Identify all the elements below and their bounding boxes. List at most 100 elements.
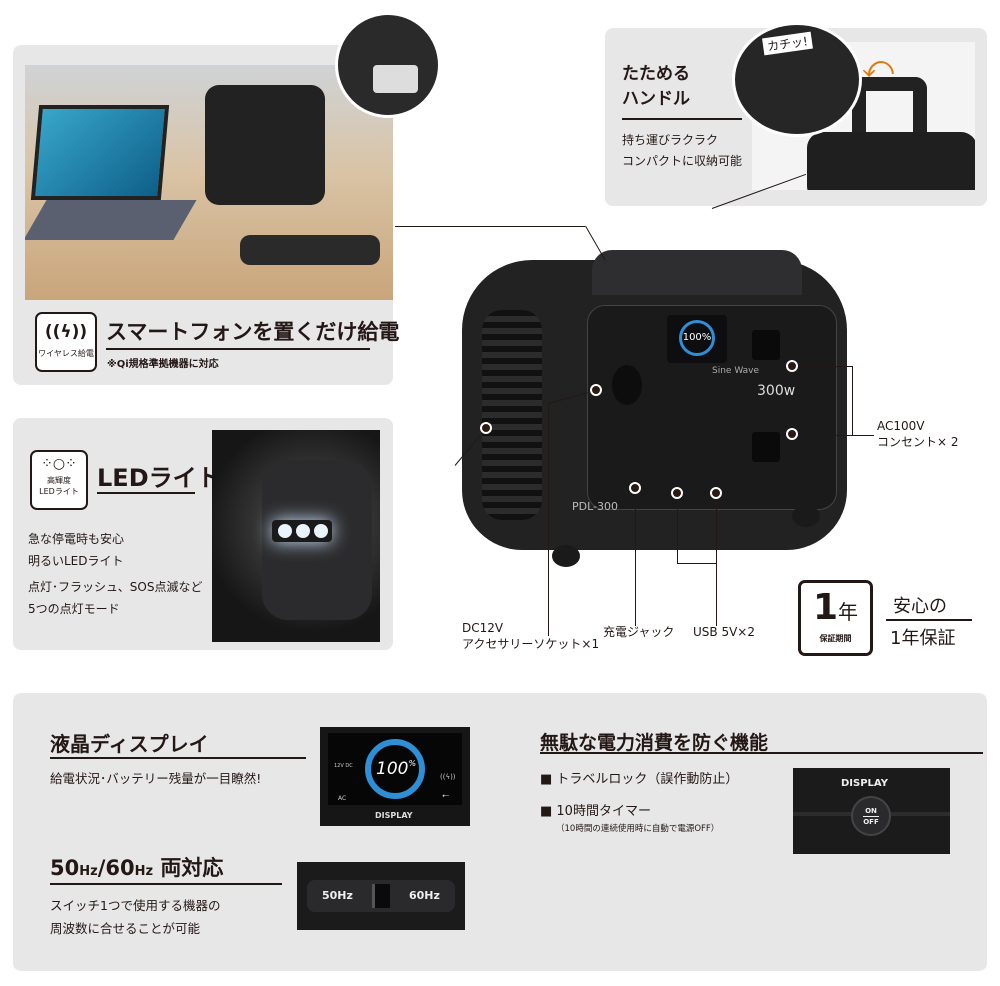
switch-50hz: 50Hz (322, 889, 353, 902)
wireless-icon: ((ϟ)) (440, 773, 456, 781)
lcd-title: 液晶ディスプレイ (50, 732, 209, 756)
wireless-note: ※Qi規格準拠機器に対応 (107, 359, 219, 370)
divider (50, 757, 306, 759)
hz-a: 50 (50, 856, 80, 880)
model-label: PDL-300 (572, 500, 619, 513)
wireless-title: スマートフォンを置くだけ給電 (106, 320, 400, 344)
sine-wave-label: Sine Wave (712, 366, 760, 376)
usb-icon: ⭠ (442, 791, 450, 801)
switch-60hz: 60Hz (409, 889, 440, 902)
lcd-value-unit: % (408, 759, 417, 768)
hz-title: 50Hz/60Hz 両対応 (50, 852, 223, 882)
led-desc-line: 点灯･フラッシュ、SOS点滅など (28, 580, 203, 594)
callout-dot (786, 360, 798, 372)
callout-line (395, 226, 585, 227)
dc-label-line2: アクセサリーソケット×1 (462, 637, 600, 651)
divider (622, 118, 742, 120)
display-readout: 100% (679, 320, 715, 356)
wireless-charging-icon: ((ϟ)) (44, 322, 88, 342)
hz-switch-image: 50Hz 60Hz (297, 862, 465, 930)
handle-desc-line1: 持ち運びラクラク (622, 133, 719, 147)
hz-suffix: 両対応 (153, 856, 224, 880)
callout-line (548, 403, 549, 636)
display-button-image: DISPLAY ON OFF (793, 768, 950, 854)
light-burst-icon: ⁘○⁘ (41, 456, 77, 472)
handle-zoom-circle: カチッ! (732, 22, 862, 137)
warranty-top: 安心の (893, 596, 947, 617)
hz-unit: Hz (79, 864, 98, 879)
dc-label-line1: DC12V (462, 621, 504, 635)
warranty-label: 保証期間 (819, 634, 852, 643)
button-title: DISPLAY (841, 778, 888, 789)
warranty-number: 1 (812, 587, 839, 628)
lcd-display-label: DISPLAY (375, 811, 413, 820)
lcd-value-number: 100 (376, 759, 409, 779)
led-photo (212, 430, 380, 642)
badge-label: ワイヤレス給電 (38, 349, 94, 358)
callout-line (677, 563, 717, 564)
lcd-value: 100% (376, 759, 416, 779)
lcd-12v-label: 12V DC (334, 763, 353, 769)
warranty-unit: 年 (838, 600, 859, 624)
badge-line2: LEDライト (39, 487, 79, 496)
save-note: （10時間の連続使用時に自動で電源OFF） (556, 824, 720, 834)
callout-dot (671, 487, 683, 499)
jack-label: 充電ジャック (603, 625, 675, 639)
lcd-desc: 給電状況･バッテリー残量が一目瞭然! (50, 771, 262, 786)
badge-line1: 高輝度 (47, 476, 71, 485)
hz-desc-line: スイッチ1つで使用する機器の (50, 898, 221, 913)
ac-label-line1: AC100V (877, 419, 925, 433)
hz-desc-line: 周波数に合せることが可能 (50, 921, 201, 936)
callout-dot (710, 487, 722, 499)
wireless-badge: ((ϟ)) ワイヤレス給電 (35, 312, 97, 372)
divider (106, 348, 370, 350)
lcd-image: 100% 12V DC AC ((ϟ)) ⭠ DISPLAY (320, 727, 470, 826)
led-desc-line: 急な停電時も安心 (28, 532, 125, 546)
zoom-circle (335, 12, 441, 118)
led-desc-line: 明るいLEDライト (28, 554, 124, 568)
warranty-badge: 1年 保証期間 (798, 580, 873, 656)
hz-b: 60 (105, 856, 135, 880)
callout-line (795, 366, 852, 367)
callout-line (795, 435, 852, 436)
button-on: ON (863, 806, 879, 817)
switch-knob (372, 884, 390, 908)
wireless-charging-photo (25, 65, 393, 300)
led-desc-line: 5つの点灯モード (28, 602, 120, 616)
save-item-timer: ■ 10時間タイマー (540, 804, 651, 819)
power-label: 300w (757, 383, 796, 399)
callout-dot (629, 482, 641, 494)
display-onoff-button: ON OFF (851, 796, 891, 836)
callout-line (852, 435, 874, 436)
divider (886, 619, 972, 621)
hz-unit: Hz (134, 864, 154, 879)
dc-label: DC12V アクセサリーソケット×1 (462, 620, 599, 652)
callout-dot (590, 384, 602, 396)
hz-desc: スイッチ1つで使用する機器の 周波数に合せることが可能 (50, 894, 220, 940)
click-text: カチッ! (762, 31, 813, 56)
save-title: 無駄な電力消費を防ぐ機能 (540, 732, 769, 754)
callout-line (635, 488, 636, 626)
handle-title-line2: ハンドル (622, 89, 690, 109)
product-image: 100% Sine Wave 300w PDL-300 (462, 250, 847, 570)
lcd-ac-label: AC (338, 795, 347, 802)
warranty-bottom: 1年保証 (890, 628, 956, 649)
divider (97, 492, 195, 494)
led-desc: 急な停電時も安心 明るいLEDライト 点灯･フラッシュ、SOS点滅など 5つの点… (28, 528, 202, 620)
handle-title: たためる ハンドル (622, 62, 690, 112)
divider (50, 883, 282, 885)
usb-label: USB 5V×2 (693, 625, 755, 639)
ac-label-line2: コンセント× 2 (877, 435, 959, 449)
ac-label: AC100V コンセント× 2 (877, 418, 959, 450)
handle-desc-line2: コンパクトに収納可能 (622, 154, 743, 168)
rotate-arrow-icon: ⤺ (862, 50, 895, 85)
hz-sep: / (97, 856, 106, 880)
callout-dot (480, 422, 492, 434)
handle-title-line1: たためる (622, 64, 690, 84)
divider (540, 752, 983, 754)
led-title: LEDライト (97, 464, 221, 492)
led-badge: ⁘○⁘ 高輝度 LEDライト (30, 450, 88, 510)
save-item-travel-lock: ■ トラベルロック（誤作動防止） (540, 772, 739, 787)
callout-dot (786, 428, 798, 440)
button-off: OFF (863, 818, 879, 826)
